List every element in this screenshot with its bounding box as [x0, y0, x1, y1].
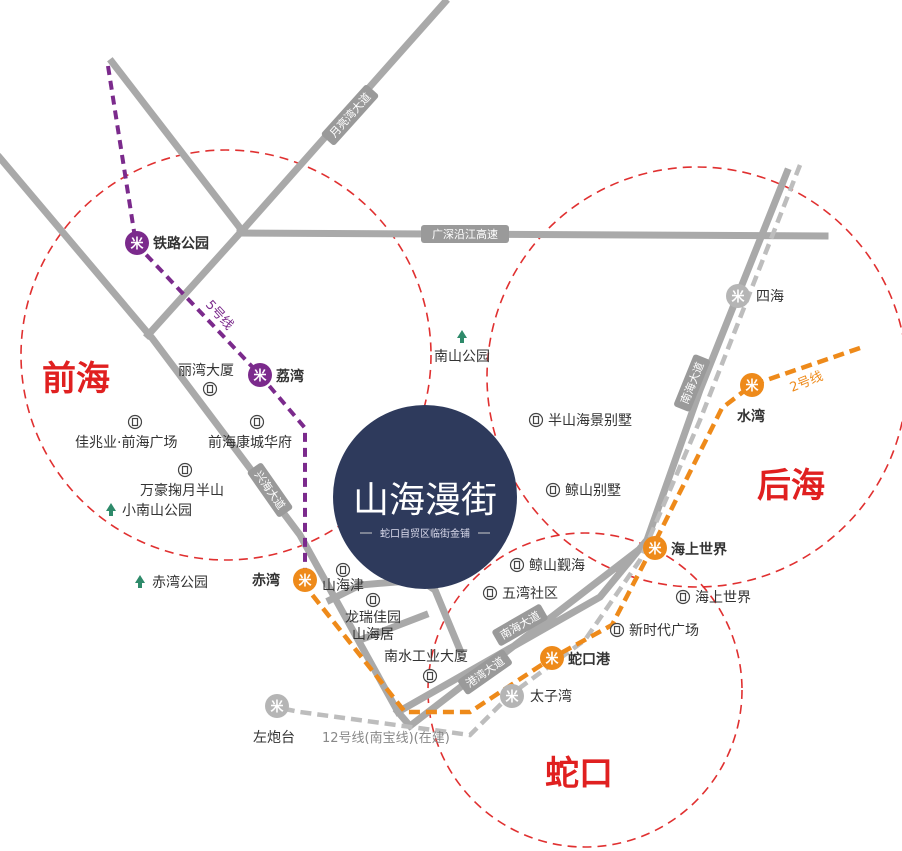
svg-text:荔湾: 荔湾 [275, 368, 304, 385]
line-12-label: 12号线(南宝线)(在建) [322, 730, 450, 746]
svg-text:蛇口港: 蛇口港 [568, 651, 611, 668]
line-5-label: 5号线 [202, 298, 236, 334]
building-icon [335, 562, 351, 578]
brand-subtitle: 蛇口自贸区临街金铺 [380, 527, 470, 540]
svg-text:万豪掬月半山: 万豪掬月半山 [140, 483, 224, 499]
building-icon [365, 592, 381, 608]
poi-jingshan-jinhai: 鲸山觐海 [509, 557, 585, 574]
station-sihai[interactable]: 四海 [726, 284, 784, 308]
station-shekougang[interactable]: 蛇口港 [540, 646, 611, 670]
tree-icon [106, 503, 116, 516]
tree-icon [135, 575, 145, 588]
svg-text:赤湾: 赤湾 [252, 572, 280, 589]
road-label: 广深沿江高速 [432, 227, 498, 241]
poi-haishangshijie: 海上世界 [675, 589, 751, 606]
svg-text:南山公园: 南山公园 [434, 349, 490, 365]
svg-text:佳兆业·前海广场: 佳兆业·前海广场 [75, 434, 177, 451]
svg-text:鲸山觐海: 鲸山觐海 [529, 558, 585, 574]
building-icon [127, 414, 143, 430]
svg-text:前海康城华府: 前海康城华府 [208, 434, 292, 451]
park-xiaonanshan: 小南山公园 [106, 503, 192, 519]
qianhai-zone-circle [20, 149, 432, 561]
poi-wuwan: 五湾社区 [482, 585, 558, 602]
region-shekou: 蛇口 [545, 754, 613, 794]
road-minor [107, 57, 245, 233]
poi-xinshidai: 新时代广场 [609, 622, 699, 639]
svg-text:铁路公园: 铁路公园 [153, 235, 209, 252]
shopping-bag-icon [675, 589, 691, 605]
park-nanshan: 南山公园 [434, 330, 490, 365]
poi-nanshui: 南水工业大厦 [384, 649, 468, 684]
poi-jiazhaoye: 佳兆业·前海广场 [75, 414, 177, 451]
svg-text:龙瑞佳园: 龙瑞佳园 [345, 610, 401, 626]
tree-icon [457, 330, 467, 343]
metro-icon [540, 646, 564, 670]
building-icon [422, 668, 438, 684]
building-icon [609, 622, 625, 638]
metro-icon [265, 694, 289, 718]
station-haishangshijie[interactable]: 海上世界 [643, 536, 728, 560]
svg-text:海上世界: 海上世界 [671, 541, 728, 558]
svg-text:左炮台: 左炮台 [253, 730, 295, 746]
poi-wanhao: 万豪掬月半山 [140, 462, 224, 499]
station-zuopaotai[interactable]: 左炮台 [253, 694, 295, 746]
station-chiwan[interactable]: 赤湾 [252, 568, 317, 592]
park-chiwan: 赤湾公园 [135, 574, 208, 591]
region-houhai: 后海 [757, 466, 825, 506]
building-icon [482, 585, 498, 601]
brand-badge[interactable]: 山海漫街 蛇口自贸区临街金铺 [333, 405, 517, 589]
poi-banshan: 半山海景别墅 [528, 412, 632, 429]
svg-text:山海居: 山海居 [352, 627, 394, 643]
svg-text:半山海景别墅: 半山海景别墅 [548, 413, 632, 429]
svg-text:赤湾公园: 赤湾公园 [152, 574, 208, 591]
brand-title: 山海漫街 [353, 480, 497, 521]
region-qianhai: 前海 [42, 359, 110, 399]
svg-text:山海津: 山海津 [322, 578, 364, 594]
station-shuiwan[interactable]: 水湾 [737, 373, 765, 425]
poi-liwan-dasha: 丽湾大厦 [178, 362, 234, 397]
road-local-2 [355, 610, 430, 645]
building-icon [249, 414, 265, 430]
station-taiziwan[interactable]: 太子湾 [500, 684, 572, 708]
svg-text:新时代广场: 新时代广场 [629, 623, 699, 639]
shekou-zone-circle [427, 532, 743, 848]
road-guangshen [236, 229, 829, 240]
building-icon [177, 462, 193, 478]
poi-kangcheng: 前海康城华府 [208, 414, 292, 451]
metro-icon [500, 684, 524, 708]
metro-icon [125, 231, 149, 255]
svg-text:水湾: 水湾 [737, 408, 765, 425]
svg-text:南水工业大厦: 南水工业大厦 [384, 649, 468, 665]
svg-text:丽湾大厦: 丽湾大厦 [178, 362, 234, 379]
poi-jingshan-bieshu: 鲸山别墅 [545, 482, 621, 499]
svg-text:四海: 四海 [756, 289, 784, 305]
building-icon [509, 557, 525, 573]
road-label: 月亮湾大道 [326, 90, 373, 140]
building-icon [545, 482, 561, 498]
station-liwan[interactable]: 荔湾 [248, 363, 304, 387]
station-tieluhongyuan[interactable]: 铁路公园 [125, 231, 209, 255]
road-xinghai [0, 153, 403, 717]
metro-icon [643, 536, 667, 560]
svg-text:小南山公园: 小南山公园 [122, 503, 192, 519]
building-icon [528, 412, 544, 428]
metro-icon [248, 363, 272, 387]
metro-icon [293, 568, 317, 592]
building-icon [202, 381, 218, 397]
metro-icon [726, 284, 750, 308]
svg-text:鲸山别墅: 鲸山别墅 [565, 483, 621, 499]
svg-text:五湾社区: 五湾社区 [502, 585, 558, 602]
metro-icon [740, 373, 764, 397]
line-2-path [302, 345, 861, 715]
svg-text:海上世界: 海上世界 [695, 590, 751, 606]
poi-shanhaijin: 山海津 [322, 562, 364, 594]
svg-text:太子湾: 太子湾 [530, 688, 572, 705]
